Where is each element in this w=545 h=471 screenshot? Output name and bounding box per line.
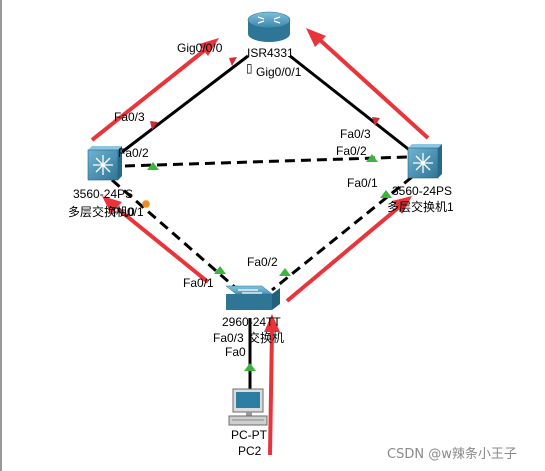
cursor-glyph: ▯ <box>246 61 253 75</box>
links <box>111 54 413 390</box>
mls-right[interactable] <box>407 144 442 179</box>
port-label-access-fa02: Fa0/2 <box>247 255 278 269</box>
link-mls-right-access[interactable] <box>271 175 413 292</box>
router-model-label: ISR4331 <box>247 46 294 60</box>
port-label-mls-right-fa02: Fa0/2 <box>336 144 367 158</box>
arrow-pc-to-access <box>268 329 274 456</box>
port-label-mls-left-fa02: Fa0/2 <box>118 146 149 160</box>
arrow-left-to-router <box>90 48 207 142</box>
port-indicator-blocking <box>142 200 150 208</box>
mls-right-model-label: 3560-24PS <box>392 184 452 198</box>
pc-icon[interactable] <box>228 388 268 426</box>
mls-right-name-label: 多层交换机1 <box>387 199 454 214</box>
port-indicator-up <box>214 266 226 274</box>
link-mls-left-access[interactable] <box>111 178 239 292</box>
watermark: CSDN @w辣条小王子 <box>387 446 517 462</box>
port-label-access-fa03: Fa0/3 <box>213 331 244 345</box>
port-label-mls-left-fa01: Fa0/1 <box>113 205 144 219</box>
mls-left-model-label: 3560-24PS <box>73 187 133 201</box>
port-indicator-up <box>380 190 392 198</box>
port-indicator-up <box>366 154 378 162</box>
port-label-mls-right-fa03: Fa0/3 <box>340 127 371 141</box>
port-indicator-down <box>229 57 237 66</box>
layer3-arrows-icon <box>93 155 113 175</box>
port-indicator-up <box>279 268 291 276</box>
port-indicators <box>142 57 392 371</box>
mls-left-name-label: 多层交换机0 <box>68 204 135 219</box>
access-switch-model-label: 2960-24TT <box>222 315 281 329</box>
access-switch-2960[interactable] <box>225 285 280 310</box>
port-label-access-fa01: Fa0/1 <box>183 276 214 290</box>
window-edge <box>0 0 2 471</box>
port-label-router-right: Gig0/0/1 <box>256 65 302 79</box>
labels: ISR4331 Gig0/0/0 Gig0/0/1 ▯ Fa0/3 Fa0/2 … <box>68 41 517 462</box>
port-indicator-down <box>372 117 380 126</box>
port-indicator-down <box>150 121 158 130</box>
link-router-mls-left[interactable] <box>121 54 249 154</box>
port-indicator-up <box>244 363 256 371</box>
pc-name-label: PC2 <box>238 444 262 458</box>
link-mls-left-mls-right[interactable] <box>124 155 409 168</box>
access-switch-name-label: 交换机 <box>248 330 284 345</box>
port-label-mls-right-fa01: Fa0/1 <box>347 176 378 190</box>
router-arrows-icon <box>257 16 281 24</box>
traffic-arrows <box>90 28 430 456</box>
arrow-access-to-mls-left <box>116 207 210 284</box>
link-router-mls-right[interactable] <box>289 54 413 154</box>
mls-left[interactable] <box>87 146 122 181</box>
pc-model-label: PC-PT <box>231 428 268 442</box>
arrow-access-to-mls-right <box>285 206 400 303</box>
port-indicator-up <box>147 162 159 170</box>
port-label-router-left: Gig0/0/0 <box>177 41 223 55</box>
port-label-pc-fa0: Fa0 <box>225 345 246 359</box>
switch-arrows-icon <box>238 289 262 294</box>
arrow-right-to-router <box>318 38 430 140</box>
port-label-mls-left-fa03: Fa0/3 <box>114 110 145 124</box>
layer3-arrows-icon <box>413 153 433 173</box>
router-isr4331[interactable] <box>247 11 291 42</box>
